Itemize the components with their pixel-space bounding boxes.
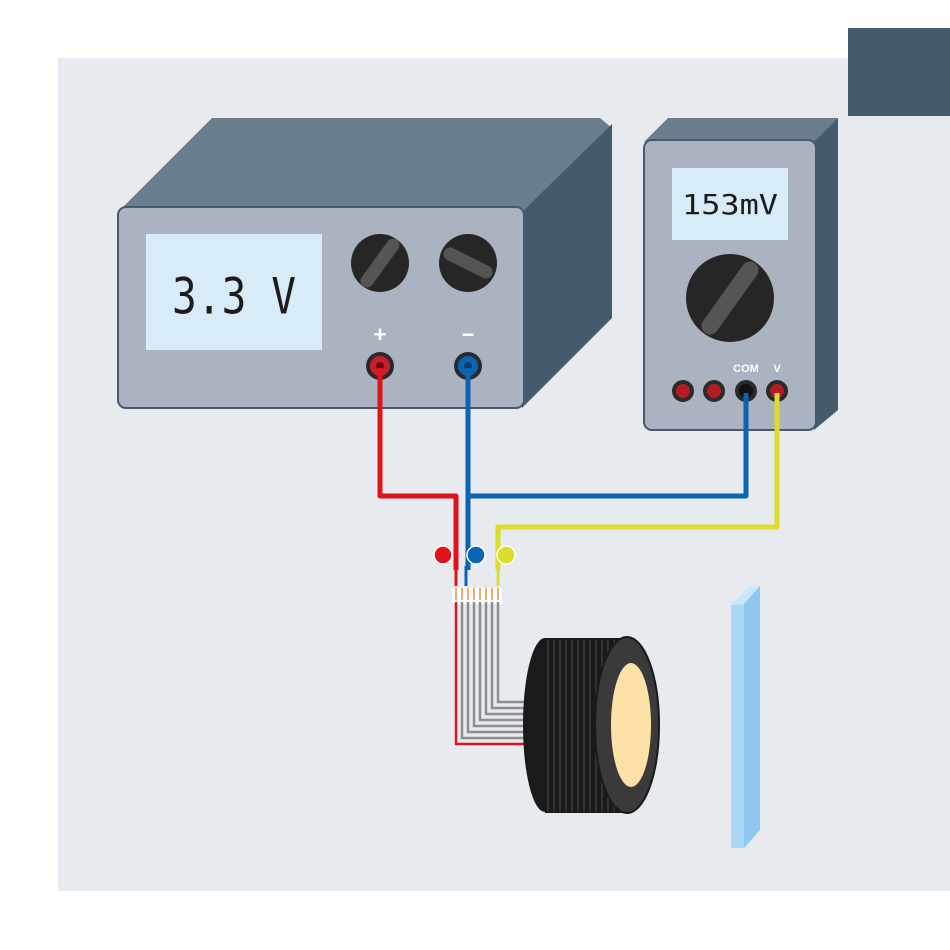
positive-terminal-label: + [374,322,387,347]
multimeter-top [644,118,838,142]
power-supply: 3.3 V + − [118,118,612,408]
multimeter: 153mV COM V [644,118,838,430]
flex-cable-connector [452,588,502,604]
corner-square [848,28,950,116]
v-jack-label: V [773,363,781,375]
red-probe[interactable] [434,546,452,564]
sensor-window [611,663,651,787]
power-supply-display-text: 3.3 V [172,268,296,326]
glass-plate-side [744,586,760,848]
negative-terminal-label: − [462,322,475,347]
glass-plate [731,586,760,848]
ultrasonic-sensor [523,637,659,813]
range-selector-dial[interactable] [686,254,774,342]
jack-2[interactable] [703,380,725,402]
com-jack-label: COM [733,363,759,375]
blue-probe[interactable] [467,546,485,564]
multimeter-side [814,118,838,430]
current-knob[interactable] [439,234,497,292]
jack-1[interactable] [672,380,694,402]
multimeter-display-text: 153mV [682,188,778,221]
voltage-knob[interactable] [351,234,409,292]
yellow-probe[interactable] [497,546,515,564]
